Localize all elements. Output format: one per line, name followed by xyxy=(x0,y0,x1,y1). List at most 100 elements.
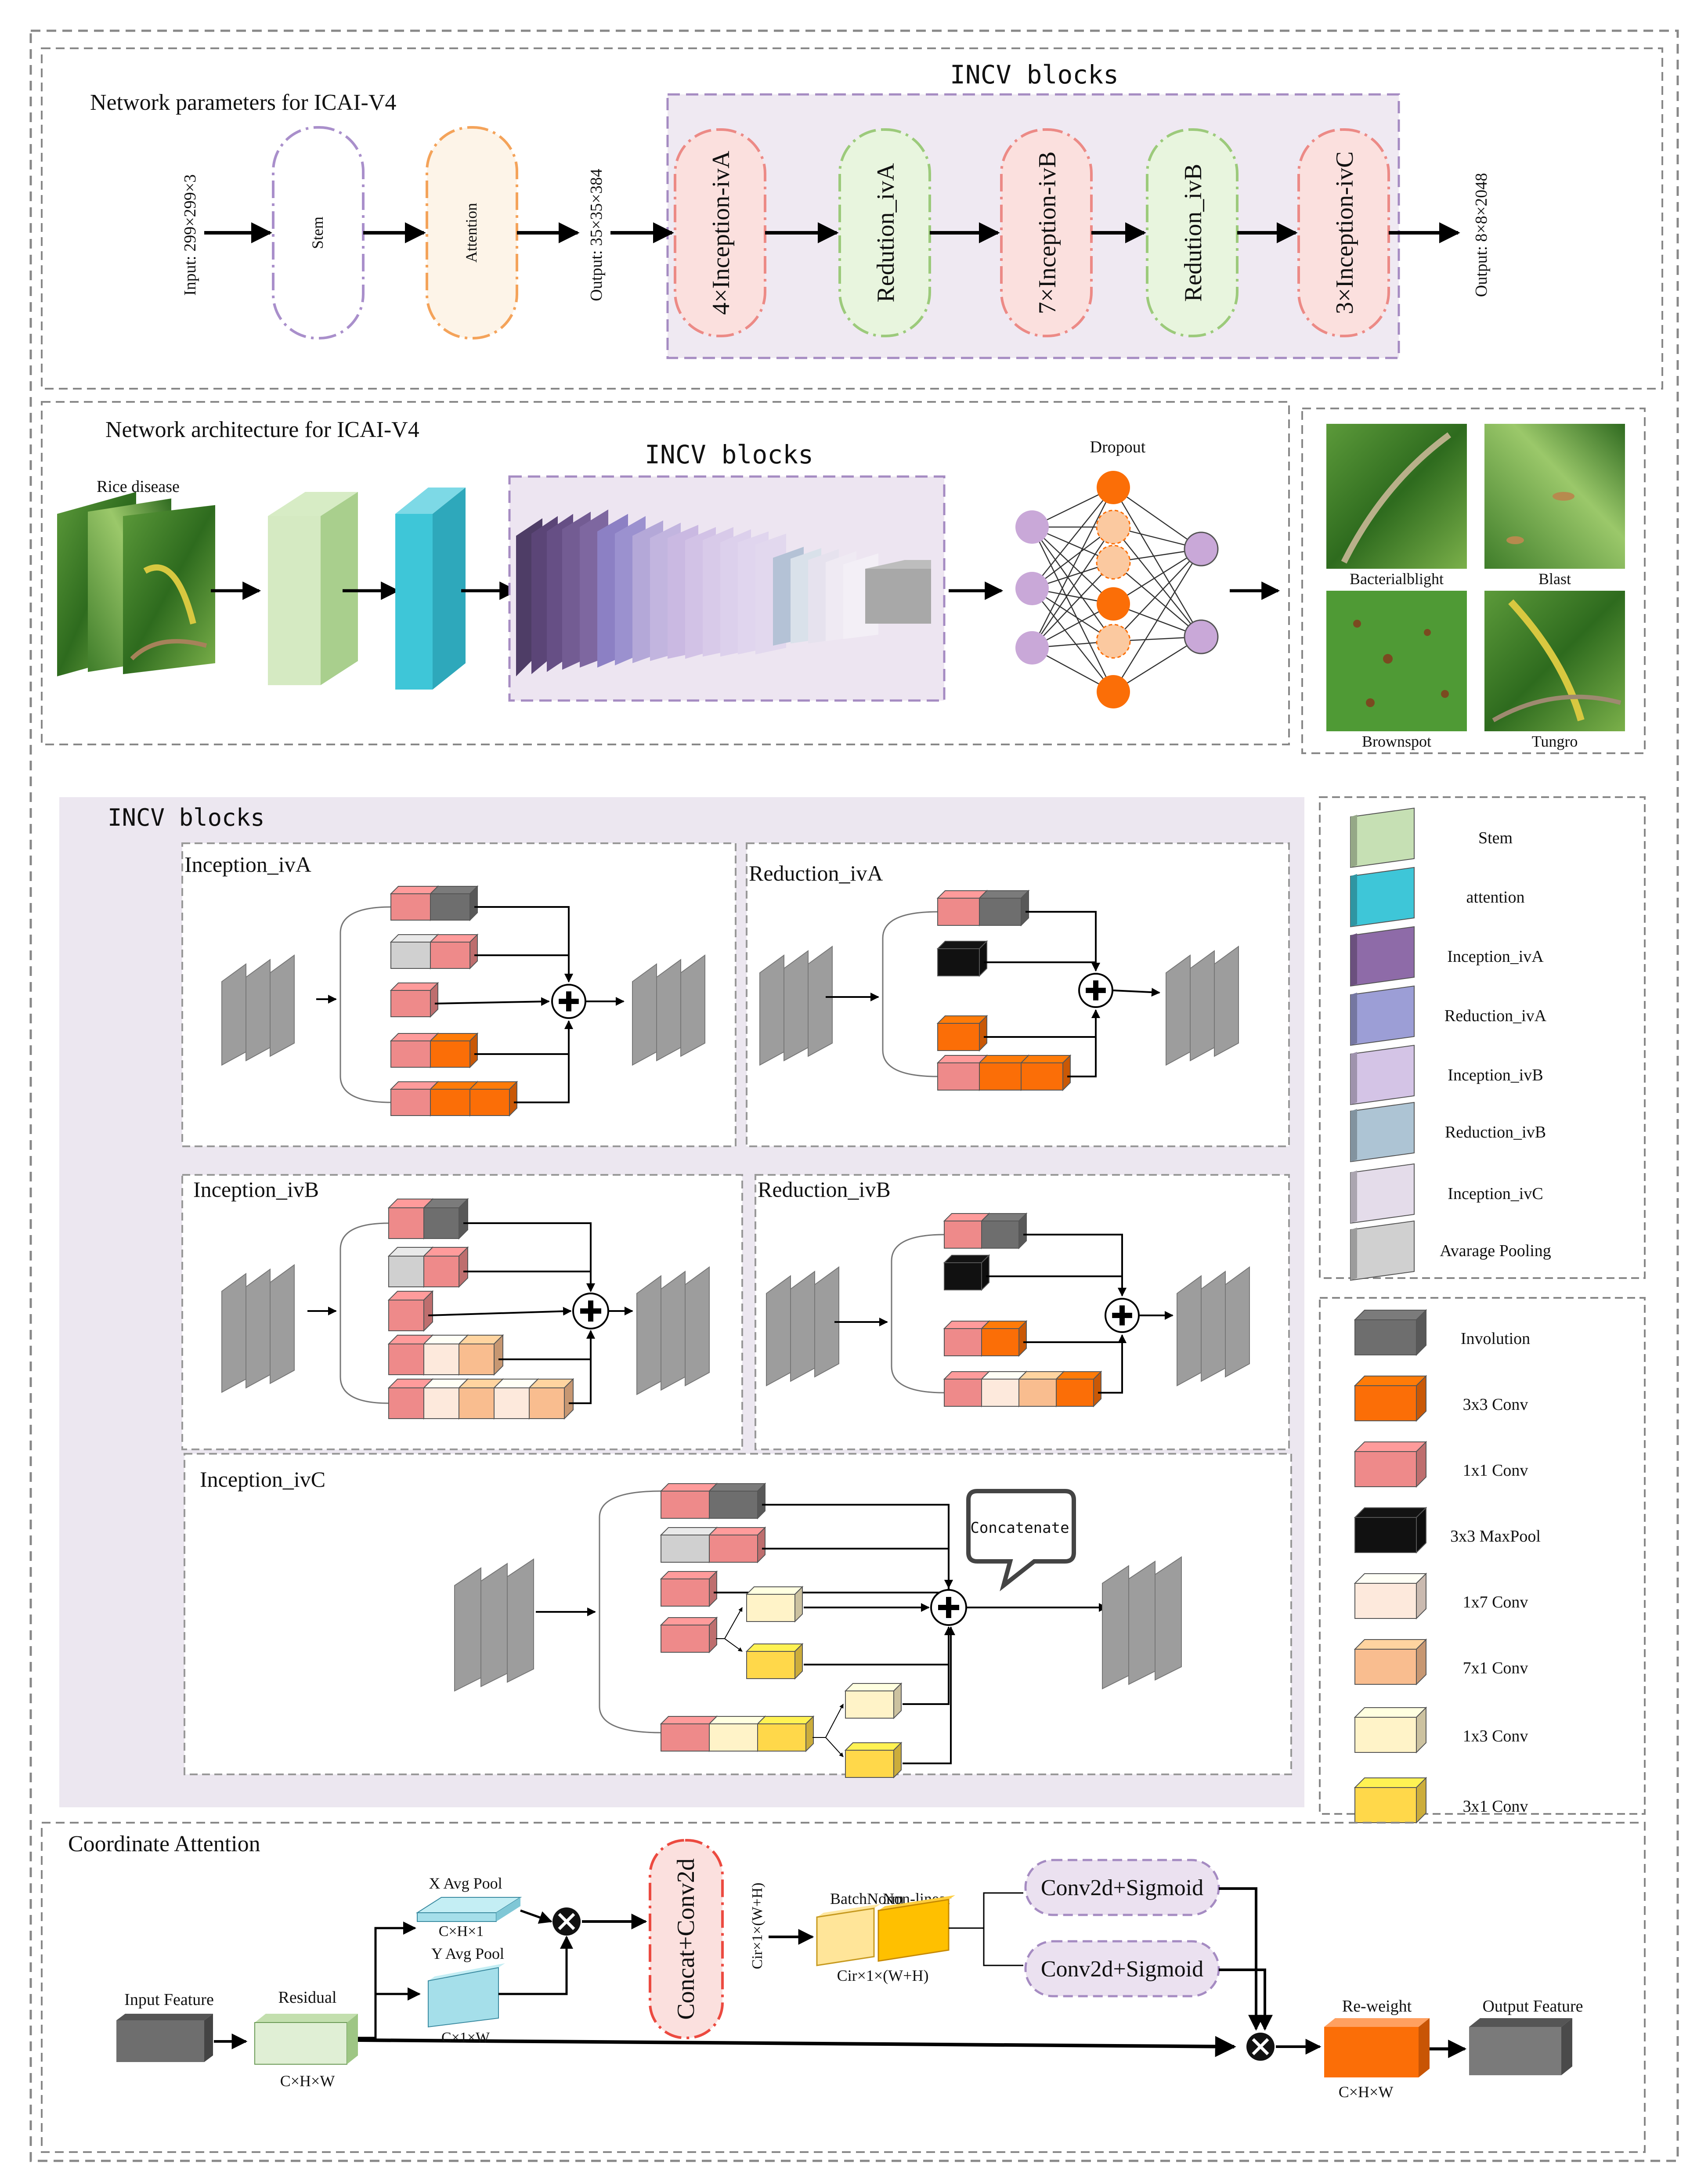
layer-cube xyxy=(980,1212,1028,1250)
y-dim-label: C×1×W xyxy=(441,2030,490,2046)
legend-item: Involution xyxy=(1354,1309,1530,1356)
layer-cube xyxy=(458,1334,504,1376)
legend-label: 7x1 Conv xyxy=(1463,1659,1528,1677)
legend-label: Stem xyxy=(1478,829,1513,847)
legend-cube xyxy=(1354,1572,1427,1620)
inception-iva-title: Inception_ivA xyxy=(184,852,311,877)
legend-label: Inception_ivB xyxy=(1448,1066,1543,1084)
dropout-neurons xyxy=(1015,471,1219,708)
input-feature-map xyxy=(759,946,833,1066)
legend-label: 1x3 Conv xyxy=(1463,1727,1528,1745)
legend-cube xyxy=(1354,1777,1427,1824)
output-feature-map xyxy=(1177,1266,1250,1387)
params-title: Network parameters for ICAI-V4 xyxy=(90,90,396,115)
cir-vertical-label: Cir×1×(W+H) xyxy=(749,1882,766,1969)
legend-item: 3x3 MaxPool xyxy=(1354,1506,1541,1554)
legend-cube xyxy=(1354,1309,1427,1356)
batchnorm-block xyxy=(816,1904,881,1966)
layer-cube xyxy=(708,1482,766,1520)
legend-item: 3x3 Conv xyxy=(1354,1375,1528,1422)
reduction-iva-diagram xyxy=(759,889,1239,1091)
disease-classes-panel: Bacterialblight Blast Brownspot Tungro xyxy=(1301,408,1646,754)
input-feature-map xyxy=(221,954,295,1066)
inception-ivb-diagram xyxy=(221,1198,710,1420)
rice-disease-label: Rice disease xyxy=(97,477,180,496)
concat-conv2d-label: Concat+Conv2d xyxy=(672,1858,700,2020)
concatenate-callout: Concatenate xyxy=(966,1489,1076,1592)
legend-item: 7x1 Conv xyxy=(1354,1638,1528,1686)
legend-cube xyxy=(1354,1375,1427,1422)
layer-cube xyxy=(936,940,988,977)
stem-label: Stem xyxy=(309,217,326,249)
attention-cube xyxy=(395,488,466,690)
x-avg-pool-label: X Avg Pool xyxy=(429,1875,502,1892)
layer-cube xyxy=(429,1032,479,1069)
dropout-label: Dropout xyxy=(1090,438,1146,456)
legend-label: attention xyxy=(1466,888,1525,907)
legend-label: 3x3 MaxPool xyxy=(1450,1527,1541,1546)
legend-label: 1x7 Conv xyxy=(1463,1593,1528,1611)
nonlinear-block xyxy=(877,1895,955,1962)
input-feature-map xyxy=(221,1264,295,1393)
output-feature-map xyxy=(632,954,705,1066)
y-avg-pool-shape xyxy=(428,1963,505,2028)
incv-blocks-detail-section: INCV blocks Inception_ivA Reduction_ivA … xyxy=(59,797,1304,1807)
input-feature-map xyxy=(454,1558,534,1692)
layer-cube xyxy=(660,1715,718,1752)
output-feature-label: Output Feature xyxy=(1482,1997,1583,2015)
redution-iva-param-label: Redution_ivA xyxy=(872,163,899,303)
reduction-iva-title: Reduction_ivA xyxy=(749,861,883,885)
layer-cube xyxy=(422,1378,469,1420)
legend-label: Involution xyxy=(1461,1329,1530,1348)
layer-cube xyxy=(745,1586,804,1623)
input-feature-label: Input Feature xyxy=(124,1990,214,2009)
concatenate-label: Concatenate xyxy=(970,1519,1069,1537)
output-feature-map xyxy=(1166,946,1239,1066)
legend-label: 1x1 Conv xyxy=(1463,1461,1528,1480)
outer-frame xyxy=(29,29,1679,2162)
inception-iva-param-label: 4×Inception-ivA xyxy=(708,151,735,315)
reweight-label: Re-weight xyxy=(1342,1997,1412,2015)
legend-layers: Involution 3x3 Conv 1x1 Conv 3x3 MaxPool 1x7… xyxy=(1319,1297,1646,1824)
inception-ivb-param-label: 7×Inception-ivB xyxy=(1034,152,1061,314)
legend-cube xyxy=(1354,1506,1427,1554)
legend-blocks: StemattentionInception_ivAReduction_ivAI… xyxy=(1319,796,1646,1281)
output-feature-cube xyxy=(1469,2018,1572,2075)
mid-output-label: Output: 35×35×384 xyxy=(587,169,606,301)
layer-cube xyxy=(429,933,479,970)
input-feature-map xyxy=(766,1266,839,1387)
legend-item: Inception_ivC xyxy=(1350,1163,1543,1224)
layer-cube xyxy=(844,1741,903,1779)
batchnorm-label: BatchNorm xyxy=(830,1890,904,1907)
layer-cube xyxy=(660,1616,718,1654)
incv-params-label: INCV blocks xyxy=(950,60,1119,90)
rice-disease-image-stack xyxy=(57,492,215,676)
legend-label: Inception_ivA xyxy=(1447,947,1544,966)
layer-cube xyxy=(1020,1054,1072,1091)
incv-detail-title: INCV blocks xyxy=(108,804,265,831)
layer-cube xyxy=(469,1080,518,1117)
inception-ivc-param-label: 3×Inception-ivC xyxy=(1331,152,1358,314)
network-architecture-section: Network architecture for ICAI-V4 Rice di… xyxy=(41,401,1290,745)
concat-plus-icon xyxy=(930,1589,967,1626)
layer-cube xyxy=(660,1482,718,1520)
layer-cube xyxy=(943,1254,990,1291)
layer-cube xyxy=(422,1198,469,1240)
legend-item: Stem xyxy=(1350,807,1513,868)
legend-item: Inception_ivB xyxy=(1350,1044,1543,1105)
output-feature-map xyxy=(1102,1556,1182,1690)
reduction-ivb-diagram xyxy=(766,1212,1250,1408)
incv-arch-label: INCV blocks xyxy=(645,440,813,470)
residual-label: Residual xyxy=(278,1988,337,2007)
class-brownspot: Brownspot xyxy=(1362,733,1431,750)
concat-conv2d-block xyxy=(649,1839,724,2039)
layer-cube xyxy=(708,1715,766,1752)
inception-iva-diagram xyxy=(221,885,705,1117)
layer-cube xyxy=(429,885,479,921)
layer-cube xyxy=(708,1526,766,1564)
legend-item: attention xyxy=(1350,867,1525,928)
residual-cube xyxy=(254,2014,358,2065)
coord-title: Coordinate Attention xyxy=(68,1831,260,1857)
legend-item: 1x3 Conv xyxy=(1354,1706,1528,1754)
legend-cube xyxy=(1354,1638,1427,1686)
